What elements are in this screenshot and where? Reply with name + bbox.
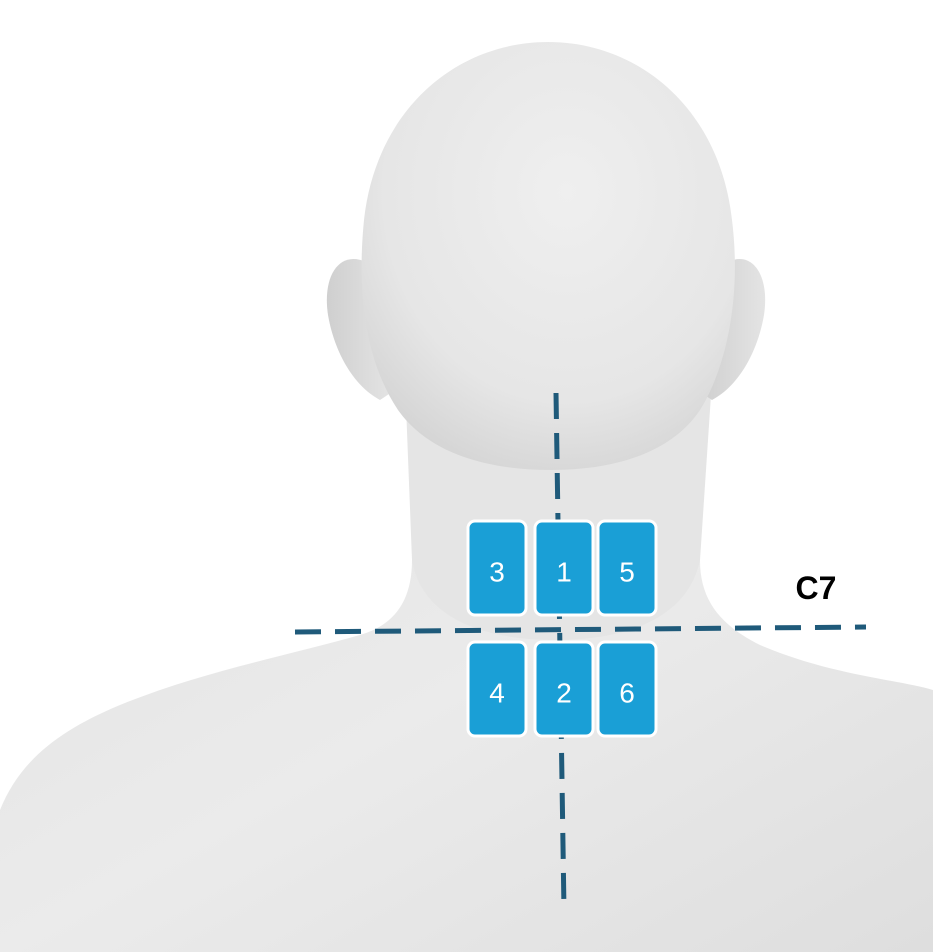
electrode-pad-rect [533, 640, 595, 738]
electrode-pads: 3 1 5 4 2 6 [466, 519, 658, 738]
electrode-pad-2: 2 [533, 640, 595, 738]
electrode-pad-number: 2 [556, 678, 572, 709]
electrode-pad-number: 1 [556, 557, 572, 588]
electrode-pad-rect [596, 640, 658, 738]
electrode-pad-rect [596, 519, 658, 617]
electrode-pad-5: 5 [596, 519, 658, 617]
electrode-pad-number: 3 [489, 557, 505, 588]
electrode-pad-6: 6 [596, 640, 658, 738]
c7-level-label: C7 [796, 570, 837, 606]
body-silhouette [0, 42, 933, 952]
electrode-pad-1: 1 [533, 519, 595, 617]
electrode-pad-rect [466, 640, 528, 738]
electrode-pad-number: 4 [489, 678, 505, 709]
electrode-pad-3: 3 [466, 519, 528, 617]
electrode-pad-4: 4 [466, 640, 528, 738]
electrode-pad-number: 6 [619, 678, 635, 709]
head [361, 42, 735, 470]
electrode-pad-number: 5 [619, 557, 635, 588]
electrode-pad-rect [533, 519, 595, 617]
electrode-pad-rect [466, 519, 528, 617]
horizontal-c7-line [294, 624, 867, 635]
